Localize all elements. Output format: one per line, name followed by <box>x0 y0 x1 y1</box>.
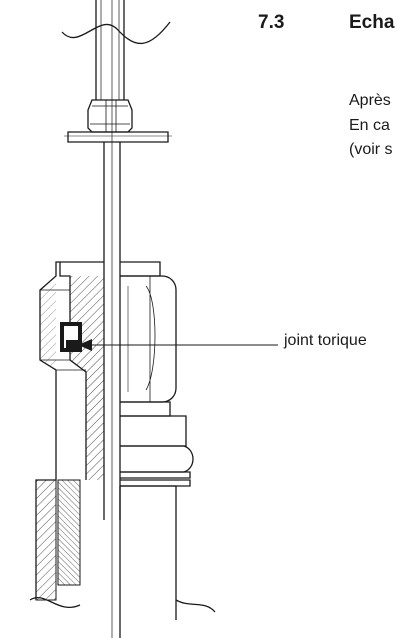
callout-label-o-ring: joint torique <box>284 332 367 349</box>
callout-arrowhead-icon <box>78 339 92 351</box>
body-text-line: En ca <box>349 117 390 134</box>
section-number: 7.3 <box>258 12 285 33</box>
body-text-line: Après <box>349 92 391 109</box>
body-text-line: (voir s <box>349 141 393 158</box>
section-title: Echa <box>349 12 395 33</box>
